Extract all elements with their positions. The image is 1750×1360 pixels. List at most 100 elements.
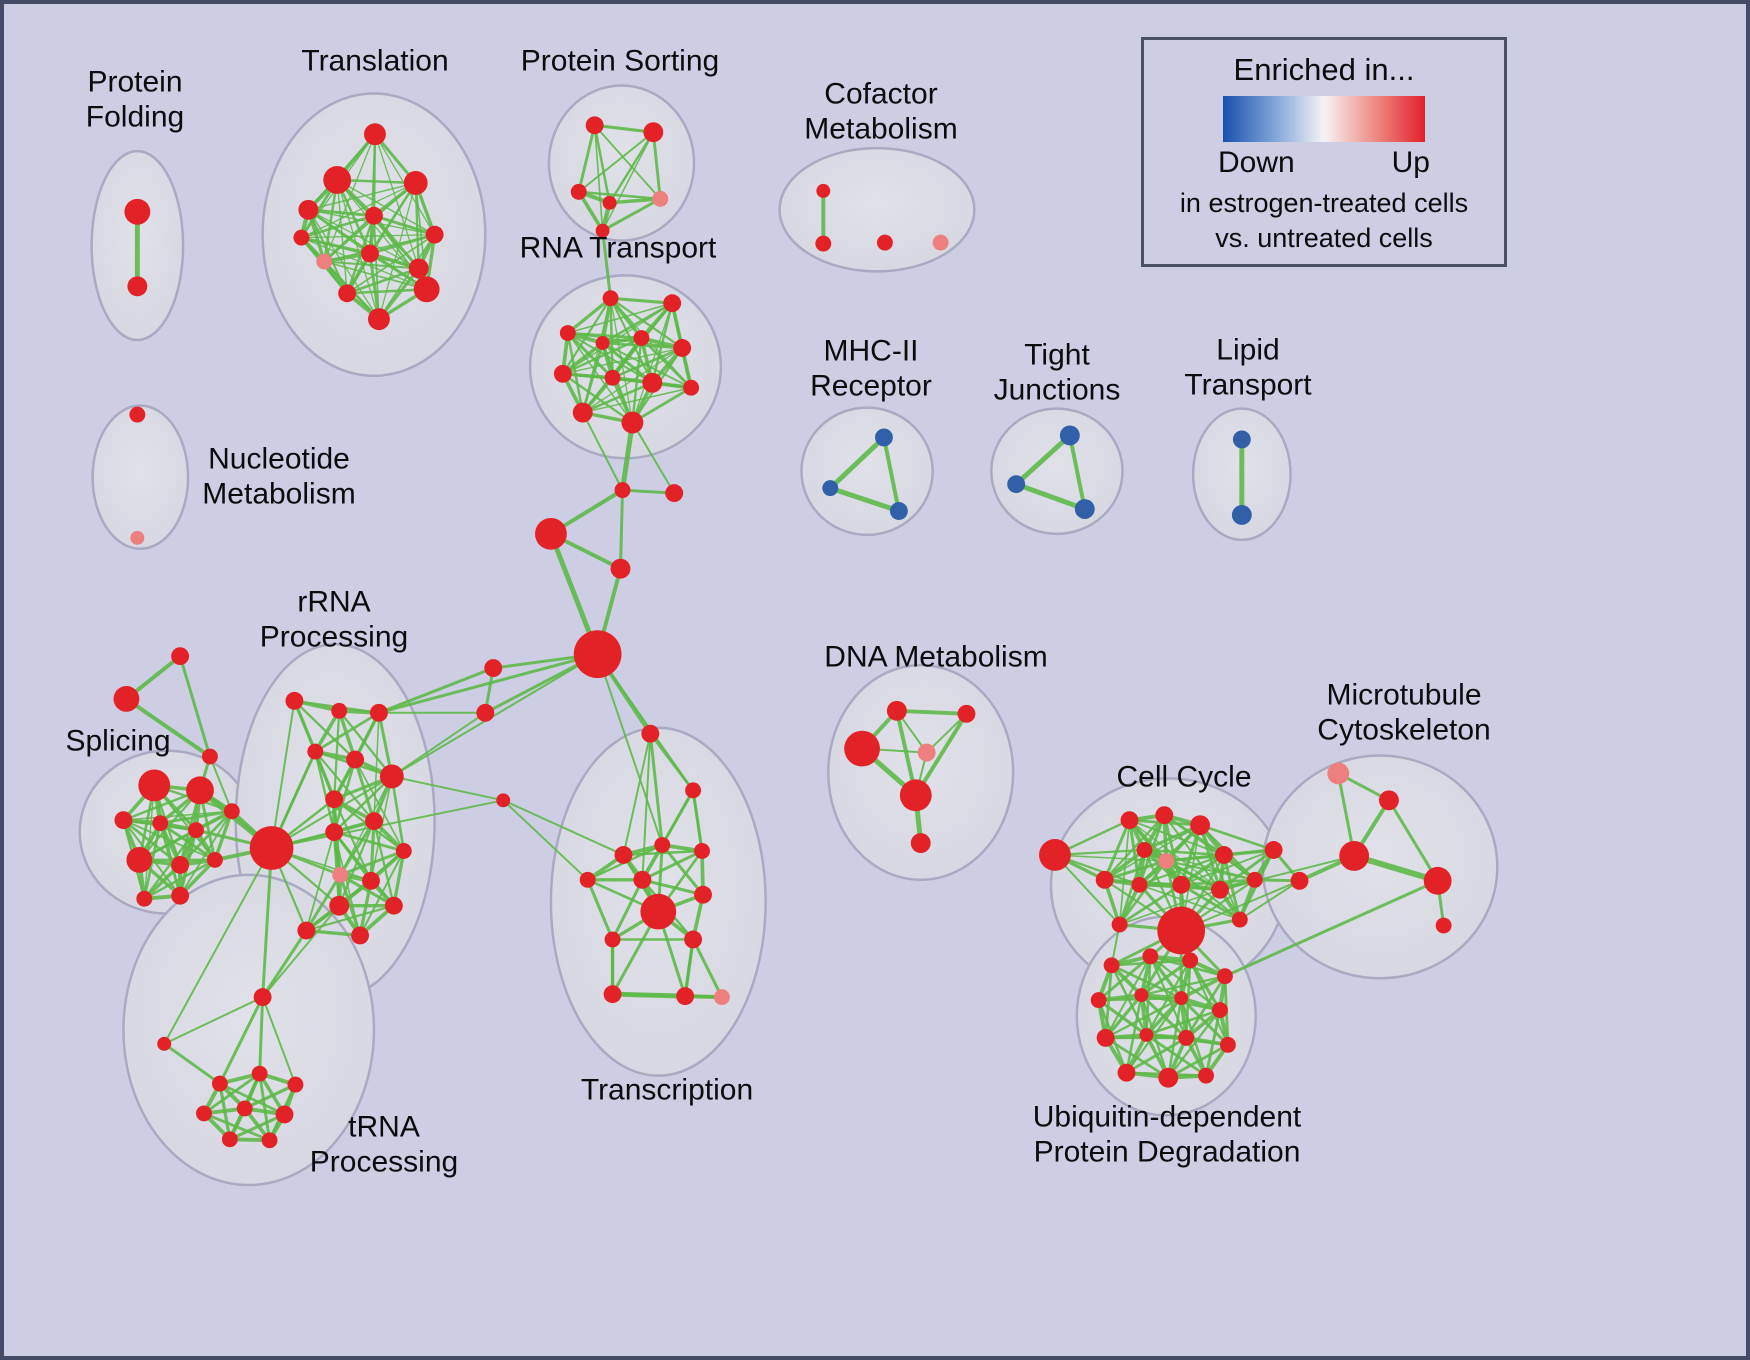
network-edge	[368, 252, 381, 321]
cluster-ellipse-translation	[261, 92, 487, 378]
network-node-red	[604, 369, 621, 386]
network-node-red	[1174, 991, 1189, 1006]
network-node-red	[126, 847, 153, 873]
network-edge	[601, 197, 662, 233]
network-edge	[630, 386, 693, 424]
network-edge	[566, 331, 584, 414]
network-node-red	[365, 812, 383, 831]
network-edge	[640, 878, 705, 897]
network-node-red	[127, 276, 148, 297]
network-edge	[562, 302, 673, 375]
network-node-red	[403, 171, 428, 195]
legend-caption-line2: vs. untreated cells	[1215, 222, 1433, 253]
network-edge	[337, 709, 394, 778]
network-edge	[300, 236, 420, 270]
network-node-pink	[332, 866, 349, 883]
network-node-red	[1198, 1067, 1214, 1084]
network-node-red	[1139, 1027, 1154, 1042]
network-edge	[261, 846, 274, 999]
network-edge	[1238, 879, 1301, 921]
network-node-red	[413, 276, 440, 303]
network-edge	[561, 372, 634, 424]
network-edge	[881, 435, 901, 513]
network-node-red	[201, 748, 218, 765]
network-node-red	[642, 372, 663, 393]
network-edge	[390, 653, 599, 778]
network-edge	[163, 996, 264, 1045]
network-edge	[894, 708, 969, 716]
network-node-blue	[1231, 505, 1252, 525]
legend-scale-labels: Down Up	[1218, 146, 1430, 180]
network-node-red	[253, 988, 272, 1007]
network-node-red	[621, 411, 644, 434]
network-node-red	[654, 837, 671, 853]
legend-gradient-bar	[1223, 96, 1425, 142]
cluster-ellipse-tight_junctions	[990, 407, 1124, 536]
network-edge	[300, 233, 436, 239]
network-edge	[577, 190, 662, 201]
network-edge	[202, 1072, 262, 1115]
network-node-red	[325, 790, 344, 809]
network-node-red	[665, 484, 684, 503]
network-edge	[304, 928, 362, 938]
network-edge	[577, 123, 597, 194]
network-node-red	[114, 811, 133, 830]
network-edge	[1180, 849, 1275, 886]
network-edge	[218, 995, 265, 1086]
network-node-red	[1142, 948, 1159, 965]
network-edge	[261, 996, 297, 1086]
network-node-red	[1134, 988, 1149, 1003]
network-node-red	[1172, 875, 1191, 894]
network-edge	[390, 775, 406, 853]
network-edge	[228, 1112, 287, 1141]
network-edge	[377, 666, 495, 715]
network-edge	[601, 131, 655, 232]
network-edge	[631, 421, 676, 495]
network-node-red	[1264, 841, 1283, 859]
network-node-pink	[713, 989, 730, 1006]
network-node-red	[1423, 866, 1452, 895]
network-node-red	[684, 930, 703, 949]
network-edge	[1127, 818, 1141, 887]
network-node-red	[152, 815, 169, 832]
network-node-red	[603, 985, 622, 1004]
network-node-blue	[889, 502, 908, 520]
network-edge	[374, 133, 420, 270]
network-edge	[1103, 859, 1168, 882]
network-edge	[601, 229, 613, 300]
network-node-red	[362, 871, 380, 890]
network-edge	[619, 488, 624, 571]
cluster-ellipse-trna	[122, 873, 376, 1187]
network-node-red	[694, 885, 712, 904]
network-edge	[307, 209, 420, 270]
network-edge	[158, 809, 234, 825]
network-edge	[1218, 854, 1356, 891]
network-node-red	[113, 685, 140, 712]
network-edge	[1138, 853, 1226, 886]
network-edge	[261, 929, 308, 999]
network-edge	[827, 485, 902, 514]
network-node-red	[365, 206, 383, 225]
network-node-red	[910, 833, 931, 853]
legend: Enriched in... Down Up in estrogen-treat…	[1141, 37, 1507, 267]
network-node-red	[602, 290, 619, 307]
network-edge	[1067, 433, 1087, 511]
network-edge	[581, 381, 654, 414]
network-node-red	[1136, 842, 1153, 858]
network-node-red	[261, 1132, 278, 1149]
network-edge	[368, 233, 437, 255]
network-node-red	[307, 743, 324, 760]
network-node-red	[298, 199, 319, 220]
network-node-red	[138, 769, 171, 802]
network-edge	[306, 208, 376, 218]
network-edge	[261, 904, 341, 999]
network-edge	[358, 879, 373, 938]
network-node-red	[610, 558, 631, 579]
network-edge	[300, 236, 428, 290]
network-edge	[122, 810, 233, 821]
network-node-red	[816, 183, 831, 198]
network-edge	[593, 124, 604, 232]
network-edge	[1103, 814, 1166, 881]
network-edge	[258, 995, 265, 1076]
